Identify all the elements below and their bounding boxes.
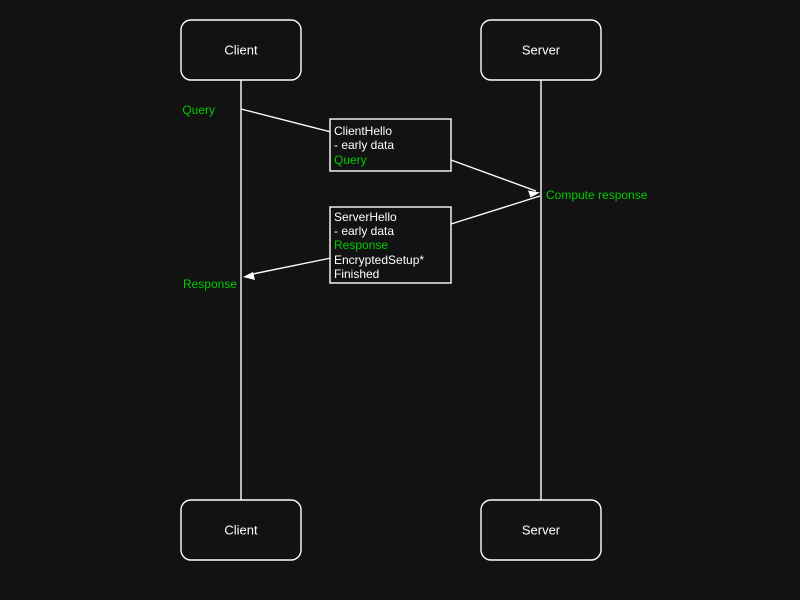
note-line-server-hello-4: Finished	[334, 267, 379, 281]
actor-box-server-top[interactable]	[480, 19, 602, 81]
actor-box-client-top[interactable]	[180, 19, 302, 81]
note-box-server-hello[interactable]	[329, 206, 452, 284]
note-line-server-hello-0: ServerHello	[334, 210, 397, 224]
note-box-client-hello[interactable]	[329, 118, 452, 172]
arrow-head-to-client	[243, 272, 255, 280]
actor-label-server-bottom: Server	[522, 522, 561, 537]
side-label-query: Query	[182, 103, 215, 117]
message-line-query-in	[450, 159, 537, 192]
message-line-response-in	[247, 257, 332, 276]
actor-label-client-bottom: Client	[224, 522, 258, 537]
message-line-response-out	[450, 195, 541, 225]
side-label-compute-response: Compute response	[546, 188, 648, 202]
note-line-server-hello-3: EncryptedSetup*	[334, 253, 424, 267]
note-line-client-hello-1: - early data	[334, 138, 394, 152]
message-line-query-out	[240, 108, 332, 133]
actor-label-server-top: Server	[522, 42, 561, 57]
note-line-client-hello-0: ClientHello	[334, 124, 392, 138]
note-line-server-hello-1: - early data	[334, 224, 394, 238]
actor-box-server-bottom[interactable]	[480, 499, 602, 561]
actor-box-client-bottom[interactable]	[180, 499, 302, 561]
actor-label-client-top: Client	[224, 42, 258, 57]
note-line-client-hello-2: Query	[334, 153, 367, 167]
arrow-head-to-server	[528, 190, 540, 198]
note-line-server-hello-2: Response	[334, 238, 388, 252]
side-label-response: Response	[183, 277, 237, 291]
